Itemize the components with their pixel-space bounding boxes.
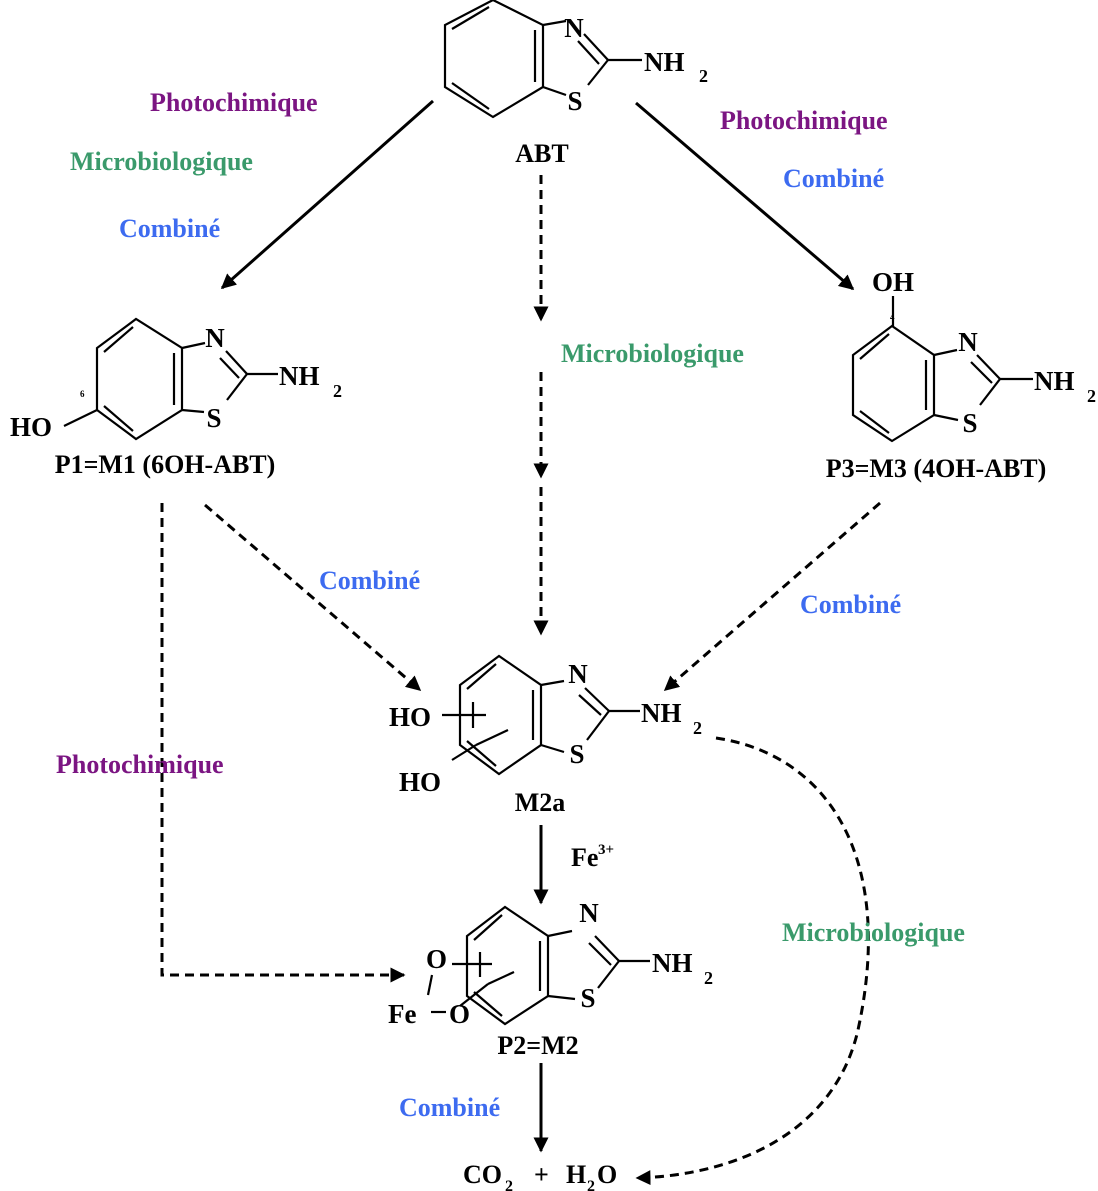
label-photochimique-p1-p2: Photochimique [56,750,224,779]
p1-structure: N S NH 2 HO 6 [10,317,342,442]
p2-structure: N S NH 2 O O Fe [388,898,713,1029]
m2a-thiazole-ring [540,679,640,754]
p1-nh-subscript: 2 [333,381,342,401]
p2-chelate-bonds [426,952,515,1014]
p3-nh-group: NH [1034,366,1075,396]
label-photochimique-abt-p3: Photochimique [720,106,888,135]
m2a-n-atom: N [568,659,588,689]
m2a-s-atom: S [569,739,584,769]
fe3-reagent: Fe 3+ [571,842,614,872]
p2-thiazole-ring [547,929,650,1001]
m2a-nh-subscript: 2 [693,718,702,738]
p2-label: P2=M2 [497,1031,578,1060]
p3-benzene-ring [851,324,936,443]
p1-ho-group: HO [10,412,52,442]
p1-benzene-ring [95,317,184,441]
arrow-p1-to-p2 [160,503,406,983]
p2-fe-atom: Fe [388,999,416,1029]
fe3-reagent-base: Fe [571,843,598,872]
h2o-h: H [566,1160,586,1189]
p1-locant-6: 6 [80,389,85,399]
arrow-abt-to-p3 [635,101,855,291]
label-microbiologique-m2a-products: Microbiologique [782,918,965,947]
label-photochimique-abt-p1: Photochimique [150,88,318,117]
p2-o-atom-upper: O [426,944,447,974]
p3-oh-group: OH [872,267,914,297]
p3-label: P3=M3 (4OH-ABT) [826,454,1047,483]
label-microbiologique-abt-m2a: Microbiologique [561,339,744,368]
label-combine-abt-p1: Combiné [119,214,220,243]
p1-n-atom: N [205,323,225,353]
p2-nh-subscript: 2 [704,968,713,988]
p3-thiazole-ring [933,348,1033,422]
fe3-reagent-charge: 3+ [598,842,614,858]
label-combine-p2-products: Combiné [399,1093,500,1122]
p1-thiazole-ring [63,341,278,427]
p2-o-atom-lower: O [449,999,470,1029]
m2a-nh-group: NH [641,698,682,728]
p3-nh-subscript: 2 [1087,386,1096,406]
label-combine-p1-m2a: Combiné [319,566,420,595]
abt-thiazole-ring [542,19,642,97]
h2o-subscript: 2 [587,1178,595,1191]
m2a-structure: N S NH 2 HO HO [389,654,702,797]
m2a-label: M2a [515,788,566,817]
abt-n-atom: N [564,13,584,43]
final-products: CO 2 + H 2 O [463,1160,617,1191]
abt-nh-subscript: 2 [699,66,708,86]
label-combine-abt-p3: Combiné [783,164,884,193]
label-combine-p3-m2a: Combiné [800,590,901,619]
m2a-ho-group-lower: HO [399,767,441,797]
co2-subscript: 2 [505,1178,513,1191]
p2-s-atom: S [580,983,595,1013]
h2o-o: O [597,1160,617,1189]
arrow-abt-to-p1 [220,99,434,290]
arrow-p3-to-m2a [663,501,881,692]
co2-co: CO [463,1160,502,1189]
p2-n-atom: N [579,898,599,928]
p1-label: P1=M1 (6OH-ABT) [55,450,276,479]
p1-s-atom: S [206,403,221,433]
p3-s-atom: S [962,408,977,438]
abt-s-atom: S [567,86,582,116]
arrow-m2a-to-products [635,736,870,1186]
abt-label: ABT [515,139,568,168]
arrow-p1-to-m2a [204,503,422,692]
p3-structure: OH 4 N S NH 2 [851,267,1096,443]
abt-structure: N S NH 2 [443,0,708,119]
p3-locant-4: 4 [890,312,895,322]
products-plus: + [534,1160,549,1189]
label-microbiologique-abt-p1: Microbiologique [70,147,253,176]
m2a-hydroxyl-bonds [442,702,509,761]
abt-benzene-ring [443,0,545,119]
p1-nh-group: NH [279,361,320,391]
abt-nh-group: NH [644,47,685,77]
p2-nh-group: NH [652,948,693,978]
m2a-ho-group-upper: HO [389,702,431,732]
p3-n-atom: N [958,327,978,357]
